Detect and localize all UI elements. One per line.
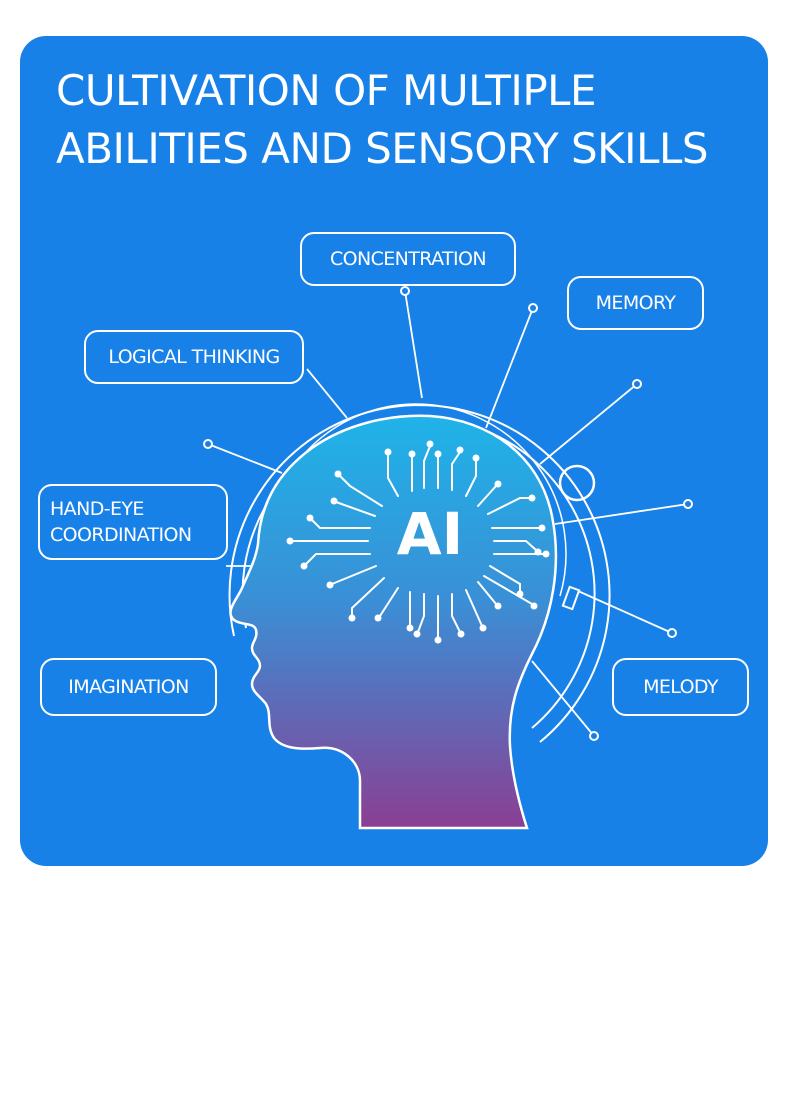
dot-right-upper: [632, 379, 642, 389]
title-line-2: ABILITIES AND SENSORY SKILLS: [56, 124, 709, 173]
trace: [493, 540, 537, 551]
label-memory: MEMORY: [567, 276, 704, 330]
label-concentration: CONCENTRATION: [300, 232, 516, 286]
trace: [451, 593, 461, 633]
label-hand-eye-line-1: HAND-EYE: [50, 498, 144, 520]
ring-tick: [561, 585, 581, 611]
head-silhouette: [229, 414, 558, 830]
label-memory-text: MEMORY: [595, 292, 676, 314]
trace: [305, 553, 371, 565]
trace: [339, 475, 383, 507]
circuit-traces: [291, 445, 545, 639]
connector-right-upper: [539, 383, 638, 465]
dot-melody: [589, 731, 599, 741]
ai-head-diagram: AI: [203, 286, 693, 830]
connector-logical: [306, 368, 348, 419]
label-imagination: IMAGINATION: [40, 658, 217, 716]
trace: [335, 501, 376, 517]
trace: [311, 519, 371, 529]
trace: [483, 575, 533, 605]
orbit-rings: [228, 403, 611, 743]
connector-right-lower: [577, 590, 673, 634]
trace: [477, 485, 497, 507]
trace: [465, 459, 477, 497]
dot-handeye: [203, 439, 213, 449]
trace: [465, 589, 483, 627]
outer-ring: [228, 404, 611, 743]
trace: [451, 451, 461, 491]
connector-melody: [531, 660, 595, 737]
page-title: CULTIVATION OF MULTIPLE ABILITIES AND SE…: [56, 62, 756, 178]
connector-lines: [207, 290, 689, 737]
title-line-1: CULTIVATION OF MULTIPLE: [56, 66, 597, 115]
ring-knob: [558, 464, 596, 502]
label-concentration-text: CONCENTRATION: [329, 248, 487, 270]
connector-right-middle: [554, 503, 689, 525]
connector-concentration: [404, 290, 423, 399]
ai-label: AI: [397, 500, 463, 568]
trace: [379, 587, 399, 617]
connector-dots: [203, 286, 693, 741]
circuit-nodes: [286, 440, 550, 644]
infographic-card: CULTIVATION OF MULTIPLE ABILITIES AND SE…: [20, 36, 768, 866]
dot-right-lower: [667, 628, 677, 638]
label-imagination-text: IMAGINATION: [68, 676, 189, 698]
connector-memory: [485, 307, 534, 429]
trace: [489, 565, 521, 593]
dot-right-middle: [683, 499, 693, 509]
label-logical-thinking-text: LOGICAL THINKING: [108, 346, 280, 368]
trace: [331, 565, 377, 585]
trace: [417, 593, 425, 633]
label-hand-eye-line-2: COORDINATION: [50, 524, 192, 546]
trace: [387, 453, 399, 497]
label-melody: MELODY: [612, 658, 749, 716]
dot-concentration: [400, 286, 410, 296]
label-logical-thinking: LOGICAL THINKING: [84, 330, 304, 384]
trace: [477, 581, 497, 605]
label-hand-eye-coordination: HAND-EYE COORDINATION: [38, 484, 228, 560]
trace: [351, 577, 385, 617]
trace: [487, 497, 531, 515]
trace: [423, 445, 431, 489]
dot-memory: [528, 303, 538, 313]
label-melody-text: MELODY: [643, 676, 718, 698]
connector-handeye-upper: [207, 443, 283, 474]
